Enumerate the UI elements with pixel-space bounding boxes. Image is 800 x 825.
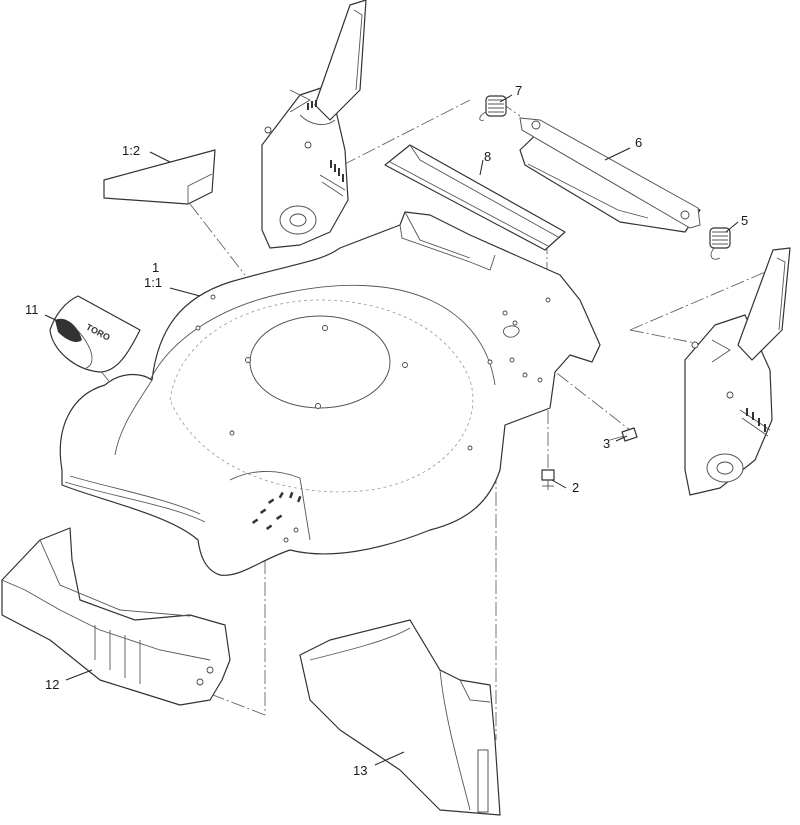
- callout-13: 13: [353, 763, 367, 778]
- left-height-adjuster: [261, 0, 367, 249]
- spring-7: [479, 95, 507, 121]
- callout-7: 7: [515, 83, 522, 98]
- callout-6: 6: [635, 135, 642, 150]
- callout-8: 8: [484, 149, 491, 164]
- callout-1: 1: [152, 260, 159, 275]
- baffle-bar-8: [384, 144, 566, 251]
- toro-badge-11: TORO: [49, 295, 141, 373]
- callout-12: 12: [45, 677, 59, 692]
- callout-labels: 1 1:1 1:2 2 3 5 6 7 8 11 12 13: [25, 83, 748, 778]
- callout-5: 5: [741, 213, 748, 228]
- callout-1-2: 1:2: [122, 143, 140, 158]
- leader-lines: [44, 94, 739, 766]
- spring-5: [709, 227, 731, 260]
- callout-1-1: 1:1: [144, 275, 162, 290]
- mower-deck: [59, 211, 601, 576]
- bolt-3: [609, 427, 638, 442]
- deck-plate-1-2: [103, 149, 216, 205]
- front-baffle-12: [1, 527, 231, 706]
- callout-2: 2: [572, 480, 579, 495]
- callout-3: 3: [603, 436, 610, 451]
- right-height-adjuster: [684, 247, 791, 496]
- discharge-chute-13: [299, 619, 501, 816]
- rear-rod-cover-6: [519, 117, 701, 233]
- bolt-2: [541, 469, 555, 490]
- callout-11: 11: [25, 302, 39, 317]
